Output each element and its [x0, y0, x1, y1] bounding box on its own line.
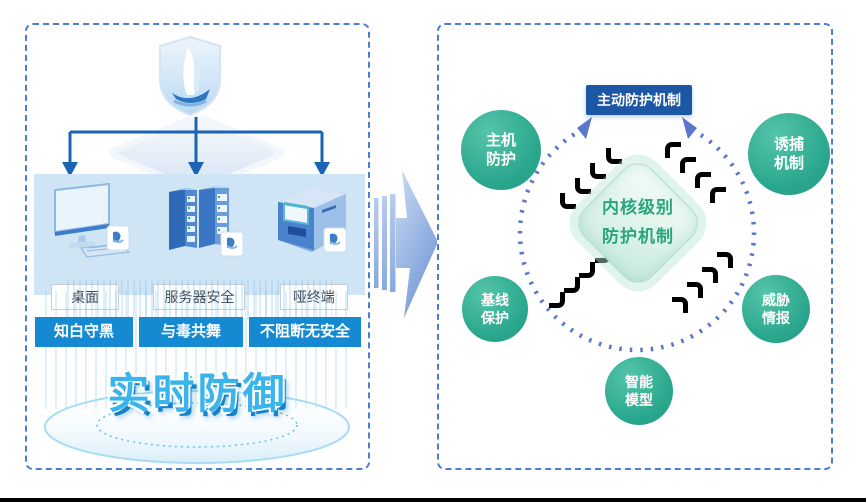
device-desktop [35, 180, 144, 262]
rotation-arrows-nw [560, 148, 624, 212]
node-baseline-protection: 基线 保护 [462, 276, 528, 342]
dumb-terminal-icon [260, 180, 360, 262]
realtime-defense-panel: 桌面 服务器安全 哑终端 知白守黑 与毒共舞 不阻断无安全 实时防御 [25, 23, 370, 470]
node-intelligent-model: 智能 模型 [605, 357, 673, 425]
slogan-badge-2: 与毒共舞 [139, 317, 243, 347]
slogan-row: 知白守黑 与毒共舞 不阻断无安全 [35, 317, 361, 347]
node-decoy-mechanism: 诱捕 机制 [748, 113, 830, 195]
device-server [145, 180, 254, 262]
kernel-diamond-label: 内核级别 防护机制 [602, 198, 674, 246]
node-threat-intelligence: 威胁 情报 [742, 275, 810, 343]
sailboat-shield-logo-icon [154, 35, 226, 117]
endpoint-band [34, 174, 365, 295]
bottom-border-bar [0, 498, 866, 502]
kernel-protection-panel: 主动防护机制 内核级别 防护机制 主机 防护 诱捕 机制 基线 保护 威胁 情报… [437, 23, 833, 470]
transition-arrow-icon [370, 166, 442, 322]
node-host-protection: 主机 防护 [461, 110, 541, 190]
rain-effect-dense [67, 280, 332, 320]
active-defense-label: 主动防护机制 [586, 85, 692, 115]
slogan-badge-3: 不阻断无安全 [249, 317, 361, 347]
device-terminal [255, 180, 364, 262]
rain-effect [45, 291, 354, 409]
slogan-badge-1: 知白守黑 [35, 317, 133, 347]
device-label-server: 服务器安全 [153, 284, 246, 310]
desktop-monitor-icon [41, 180, 137, 262]
base-ellipse [44, 390, 350, 464]
device-label-terminal: 哑终端 [279, 284, 348, 310]
rotation-arrows-ne [665, 142, 729, 206]
server-rack-icon [151, 180, 247, 262]
realtime-defense-headline: 实时防御 [107, 370, 288, 417]
device-label-desktop: 桌面 [51, 284, 120, 310]
rotation-arrows-se [672, 252, 736, 316]
